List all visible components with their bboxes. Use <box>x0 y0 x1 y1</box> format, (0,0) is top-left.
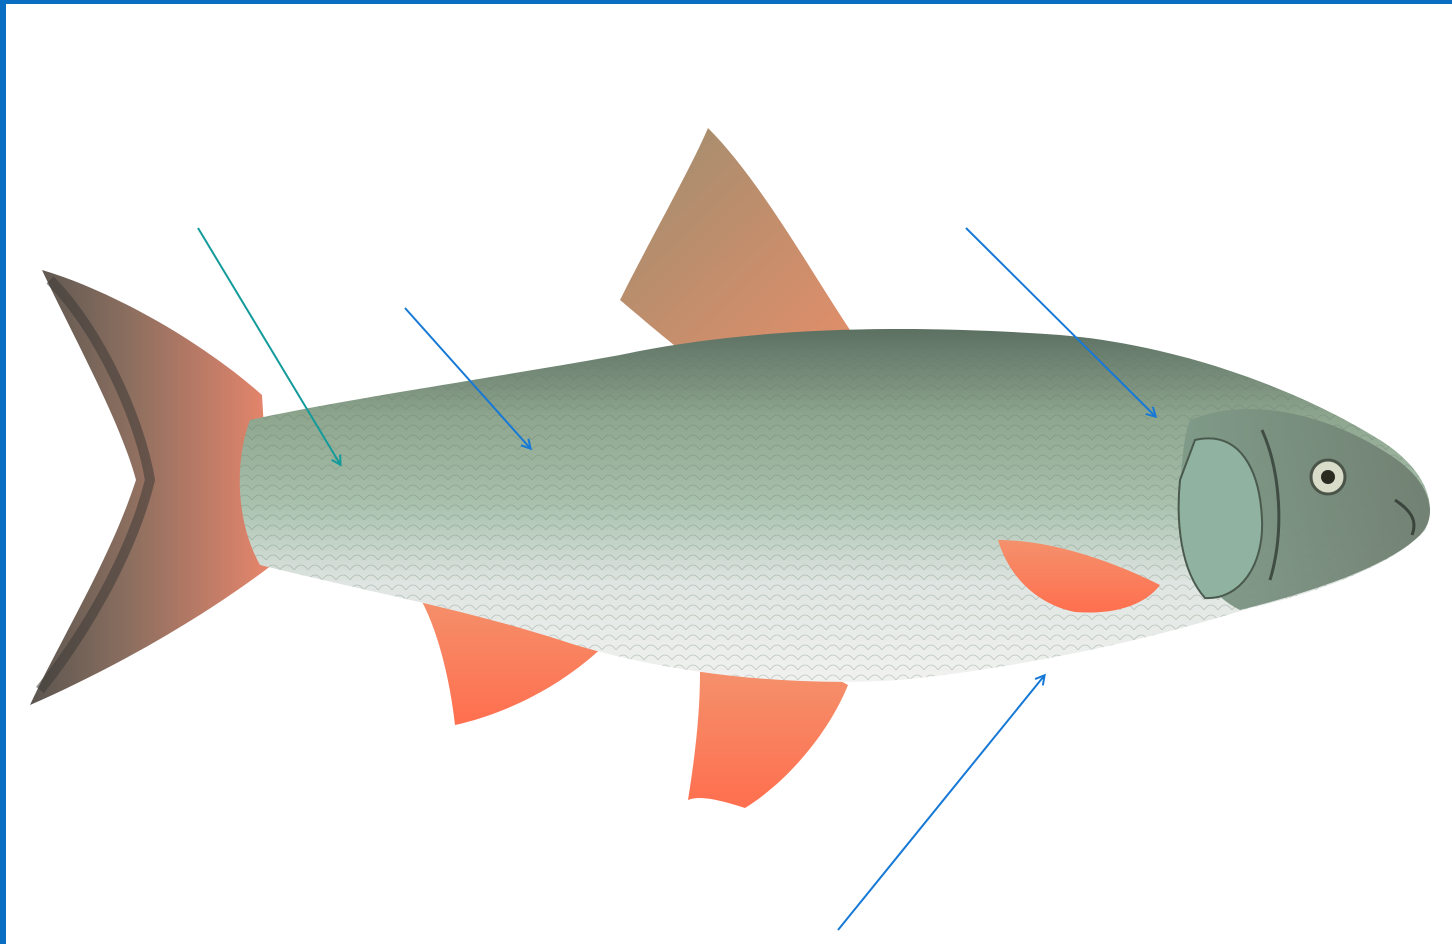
arrow-belly <box>838 676 1044 930</box>
pelvic-fin <box>688 668 848 808</box>
dorsal-fin <box>620 128 850 350</box>
